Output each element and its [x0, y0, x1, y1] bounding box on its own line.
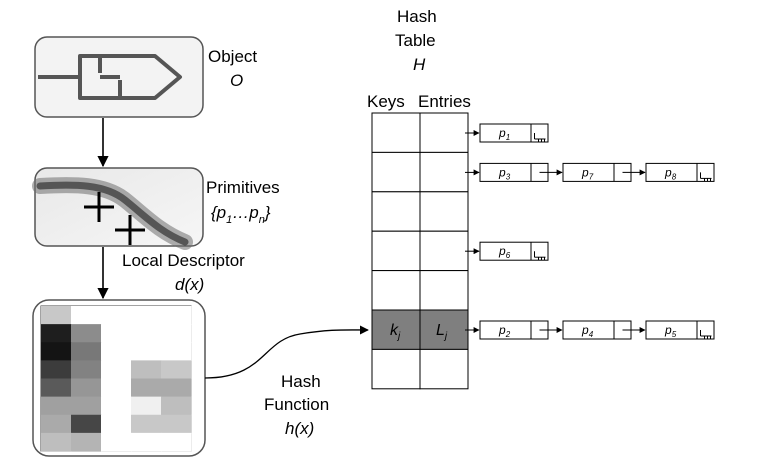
- descriptor-grid: [41, 306, 191, 451]
- descriptor-cell: [71, 342, 101, 361]
- descriptor-cell: [161, 415, 191, 434]
- hash-table-line2: Table: [395, 31, 436, 50]
- entry-chains: p1p3p7p8p6p2p4p5: [465, 124, 714, 339]
- list-node: p3: [480, 163, 548, 181]
- object-title: Object: [208, 47, 257, 66]
- hash-entry-cell: [420, 271, 468, 310]
- hash-entry-cell: [420, 152, 468, 191]
- descriptor-cell: [71, 433, 101, 452]
- primitives-title: Primitives: [206, 178, 280, 197]
- descriptor-cell: [101, 342, 131, 361]
- descriptor-cell: [41, 324, 71, 343]
- descriptor-cell: [41, 342, 71, 361]
- hash-table-symbol: H: [413, 55, 426, 74]
- hash-function-expr: h(x): [285, 419, 314, 438]
- descriptor-cell: [131, 397, 161, 416]
- descriptor-cell: [101, 306, 131, 325]
- list-node: p4: [563, 321, 631, 339]
- descriptor-cell: [161, 360, 191, 379]
- descriptor-cell: [101, 433, 131, 452]
- hash-key-cell: [372, 231, 420, 270]
- descriptor-cell: [101, 379, 131, 398]
- hash-entry-cell: [420, 231, 468, 270]
- descriptor-cell: [131, 433, 161, 452]
- descriptor-expr: d(x): [175, 275, 204, 294]
- descriptor-cell: [41, 433, 71, 452]
- descriptor-panel: [33, 300, 205, 456]
- descriptor-cell: [161, 397, 191, 416]
- descriptor-cell: [71, 415, 101, 434]
- descriptor-cell: [41, 397, 71, 416]
- descriptor-title: Local Descriptor: [122, 251, 245, 270]
- descriptor-cell: [101, 324, 131, 343]
- descriptor-cell: [161, 433, 191, 452]
- hash-function-curve: [205, 330, 368, 378]
- hash-table-line1: Hash: [397, 7, 437, 26]
- descriptor-cell: [131, 306, 161, 325]
- descriptor-cell: [101, 397, 131, 416]
- primitives-set: {p1…pn}: [211, 203, 271, 226]
- primitives-panel: [35, 168, 203, 246]
- descriptor-cell: [71, 397, 101, 416]
- hash-entry-cell: [420, 192, 468, 231]
- descriptor-cell: [131, 342, 161, 361]
- descriptor-cell: [41, 360, 71, 379]
- keys-header: Keys: [367, 92, 405, 111]
- hash-key-cell: [372, 113, 420, 152]
- descriptor-cell: [41, 415, 71, 434]
- descriptor-cell: [161, 342, 191, 361]
- descriptor-cell: [101, 360, 131, 379]
- descriptor-cell: [161, 324, 191, 343]
- descriptor-cell: [41, 306, 71, 325]
- object-panel: [35, 37, 203, 117]
- object-symbol: O: [230, 71, 243, 90]
- entries-header: Entries: [418, 92, 471, 111]
- hash-table: kjLj: [372, 113, 468, 389]
- descriptor-cell: [71, 306, 101, 325]
- hash-function-line1: Hash: [281, 372, 321, 391]
- descriptor-cell: [161, 306, 191, 325]
- list-node: p2: [480, 321, 548, 339]
- hash-key-cell: [372, 192, 420, 231]
- descriptor-cell: [71, 379, 101, 398]
- descriptor-cell: [41, 379, 71, 398]
- descriptor-cell: [131, 324, 161, 343]
- hash-key-cell: [372, 271, 420, 310]
- descriptor-cell: [131, 360, 161, 379]
- hash-key-cell: [372, 349, 420, 388]
- descriptor-cell: [101, 415, 131, 434]
- descriptor-cell: [71, 360, 101, 379]
- hash-entry-cell: [420, 349, 468, 388]
- descriptor-cell: [71, 324, 101, 343]
- hash-key-cell: [372, 152, 420, 191]
- descriptor-cell: [131, 379, 161, 398]
- descriptor-cell: [131, 415, 161, 434]
- descriptor-cell: [161, 379, 191, 398]
- hash-function-line2: Function: [264, 395, 329, 414]
- list-node: p7: [563, 163, 631, 181]
- hash-entry-cell: [420, 113, 468, 152]
